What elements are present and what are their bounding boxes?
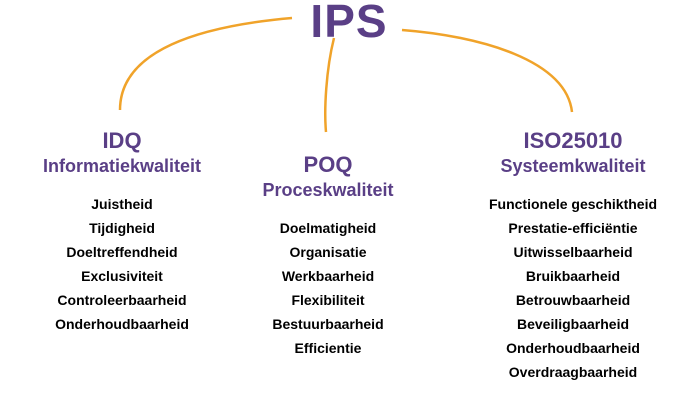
branch-name: Informatiekwaliteit <box>42 156 202 176</box>
list-item: Betrouwbaarheid <box>515 292 631 308</box>
list-item: Controleerbaarheid <box>57 292 187 308</box>
list-item: Bestuurbaarheid <box>272 316 384 332</box>
list-item: Organisatie <box>289 244 367 260</box>
connector-right <box>401 28 574 113</box>
list-item: Tijdigheid <box>89 220 155 236</box>
list-item: Uitwisselbaarheid <box>513 244 633 260</box>
list-item: Efficientie <box>294 340 362 356</box>
branch-item-list: Functionele geschiktheid Prestatie-effic… <box>453 192 693 384</box>
branch-item-list: Juistheid Tijdigheid Doeltreffendheid Ex… <box>2 192 242 336</box>
list-item: Doelmatigheid <box>279 220 377 236</box>
list-item: Prestatie-efficiëntie <box>508 220 638 236</box>
list-item: Onderhoudbaarheid <box>506 340 640 356</box>
branch-idq: IDQ Informatiekwaliteit Juistheid Tijdig… <box>2 128 242 336</box>
list-item: Werkbaarheid <box>281 268 375 284</box>
branch-abbr: POQ <box>303 152 353 177</box>
list-item: Juistheid <box>91 196 153 212</box>
connector-middle <box>324 37 336 133</box>
branch-iso25010: ISO25010 Systeemkwaliteit Functionele ge… <box>453 128 693 384</box>
branch-name: Proceskwaliteit <box>262 180 394 200</box>
branch-abbr: ISO25010 <box>523 128 623 153</box>
list-item: Exclusiviteit <box>81 268 163 284</box>
branch-poq: POQ Proceskwaliteit Doelmatigheid Organi… <box>208 152 448 360</box>
branch-item-list: Doelmatigheid Organisatie Werkbaarheid F… <box>208 216 448 360</box>
root-node-title: IPS <box>310 0 388 47</box>
list-item: Overdraagbaarheid <box>508 364 638 380</box>
list-item: Onderhoudbaarheid <box>55 316 189 332</box>
branch-name: Systeemkwaliteit <box>500 156 646 176</box>
list-item: Bruikbaarheid <box>525 268 621 284</box>
list-item: Functionele geschiktheid <box>488 196 658 212</box>
connector-left <box>118 16 293 111</box>
list-item: Flexibiliteit <box>291 292 365 308</box>
branch-abbr: IDQ <box>102 128 142 153</box>
list-item: Beveiligbaarheid <box>516 316 630 332</box>
list-item: Doeltreffendheid <box>66 244 178 260</box>
